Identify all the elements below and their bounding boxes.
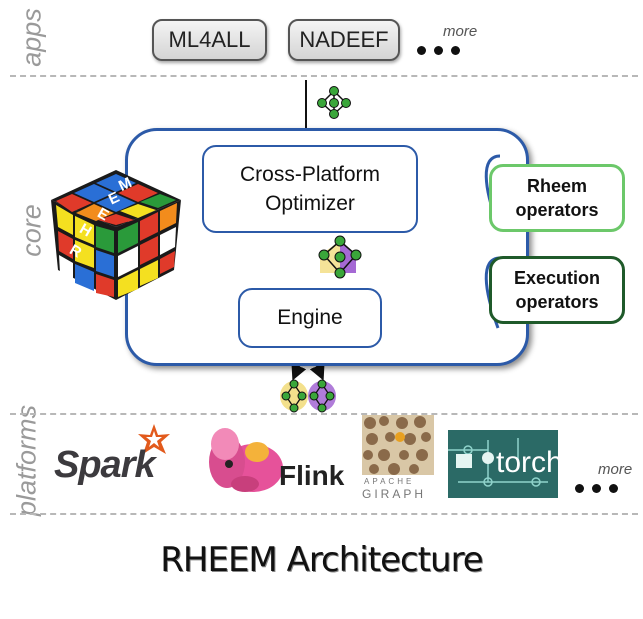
cross-platform-optimizer-box[interactable]: Cross-Platform Optimizer (202, 145, 418, 233)
rheem-operators-line1: Rheem (526, 175, 588, 196)
spark-star-icon (138, 424, 170, 454)
torch-logo: torch (448, 430, 563, 498)
app-nadeef-button[interactable]: NADEEF (288, 19, 400, 61)
engine-box[interactable]: Engine (238, 288, 382, 348)
platforms-bottom-separator (10, 513, 638, 515)
diagram-caption: RHEEM Architecture (160, 540, 483, 580)
platforms-more-label: more (598, 461, 633, 478)
core-platforms-separator (10, 413, 638, 415)
app-ml4all-button[interactable]: ML4ALL (152, 19, 267, 61)
flink-logo: Flink (205, 422, 350, 497)
engine-label: Engine (277, 306, 343, 330)
execution-operators-line1: Execution (513, 267, 601, 288)
rheem-cube-logo (51, 170, 181, 300)
giraph-apache-label: APACHE (364, 477, 415, 486)
rheem-operators-box[interactable]: Rheem operators (489, 164, 625, 232)
app-plan-icon (317, 86, 351, 119)
apps-more-dots-icon (417, 46, 460, 55)
apps-core-separator (10, 75, 638, 77)
platforms-more-dots-icon (575, 484, 618, 493)
spark-label: Spark (54, 444, 156, 486)
rheem-operators-line2: operators (515, 200, 599, 220)
apps-more-label: more (443, 23, 478, 40)
torch-label: torch (496, 446, 563, 479)
execution-operators-line2: operators (515, 292, 599, 312)
flink-squirrel-icon (209, 428, 283, 492)
giraph-label: GIRAPH (362, 487, 427, 501)
flink-label: Flink (279, 460, 345, 491)
spark-logo: Spark (54, 422, 184, 492)
execution-plan-icon (280, 379, 336, 413)
execution-operators-box[interactable]: Execution operators (489, 256, 625, 324)
giraph-logo: APACHE GIRAPH (362, 415, 437, 503)
optimizer-label-line2: Optimizer (265, 192, 355, 215)
optimizer-label-line1: Cross-Platform (239, 162, 381, 186)
giraph-pattern-icon (362, 415, 434, 475)
torch-circuit-icon (448, 438, 548, 487)
optimized-plan-icon (318, 235, 362, 279)
